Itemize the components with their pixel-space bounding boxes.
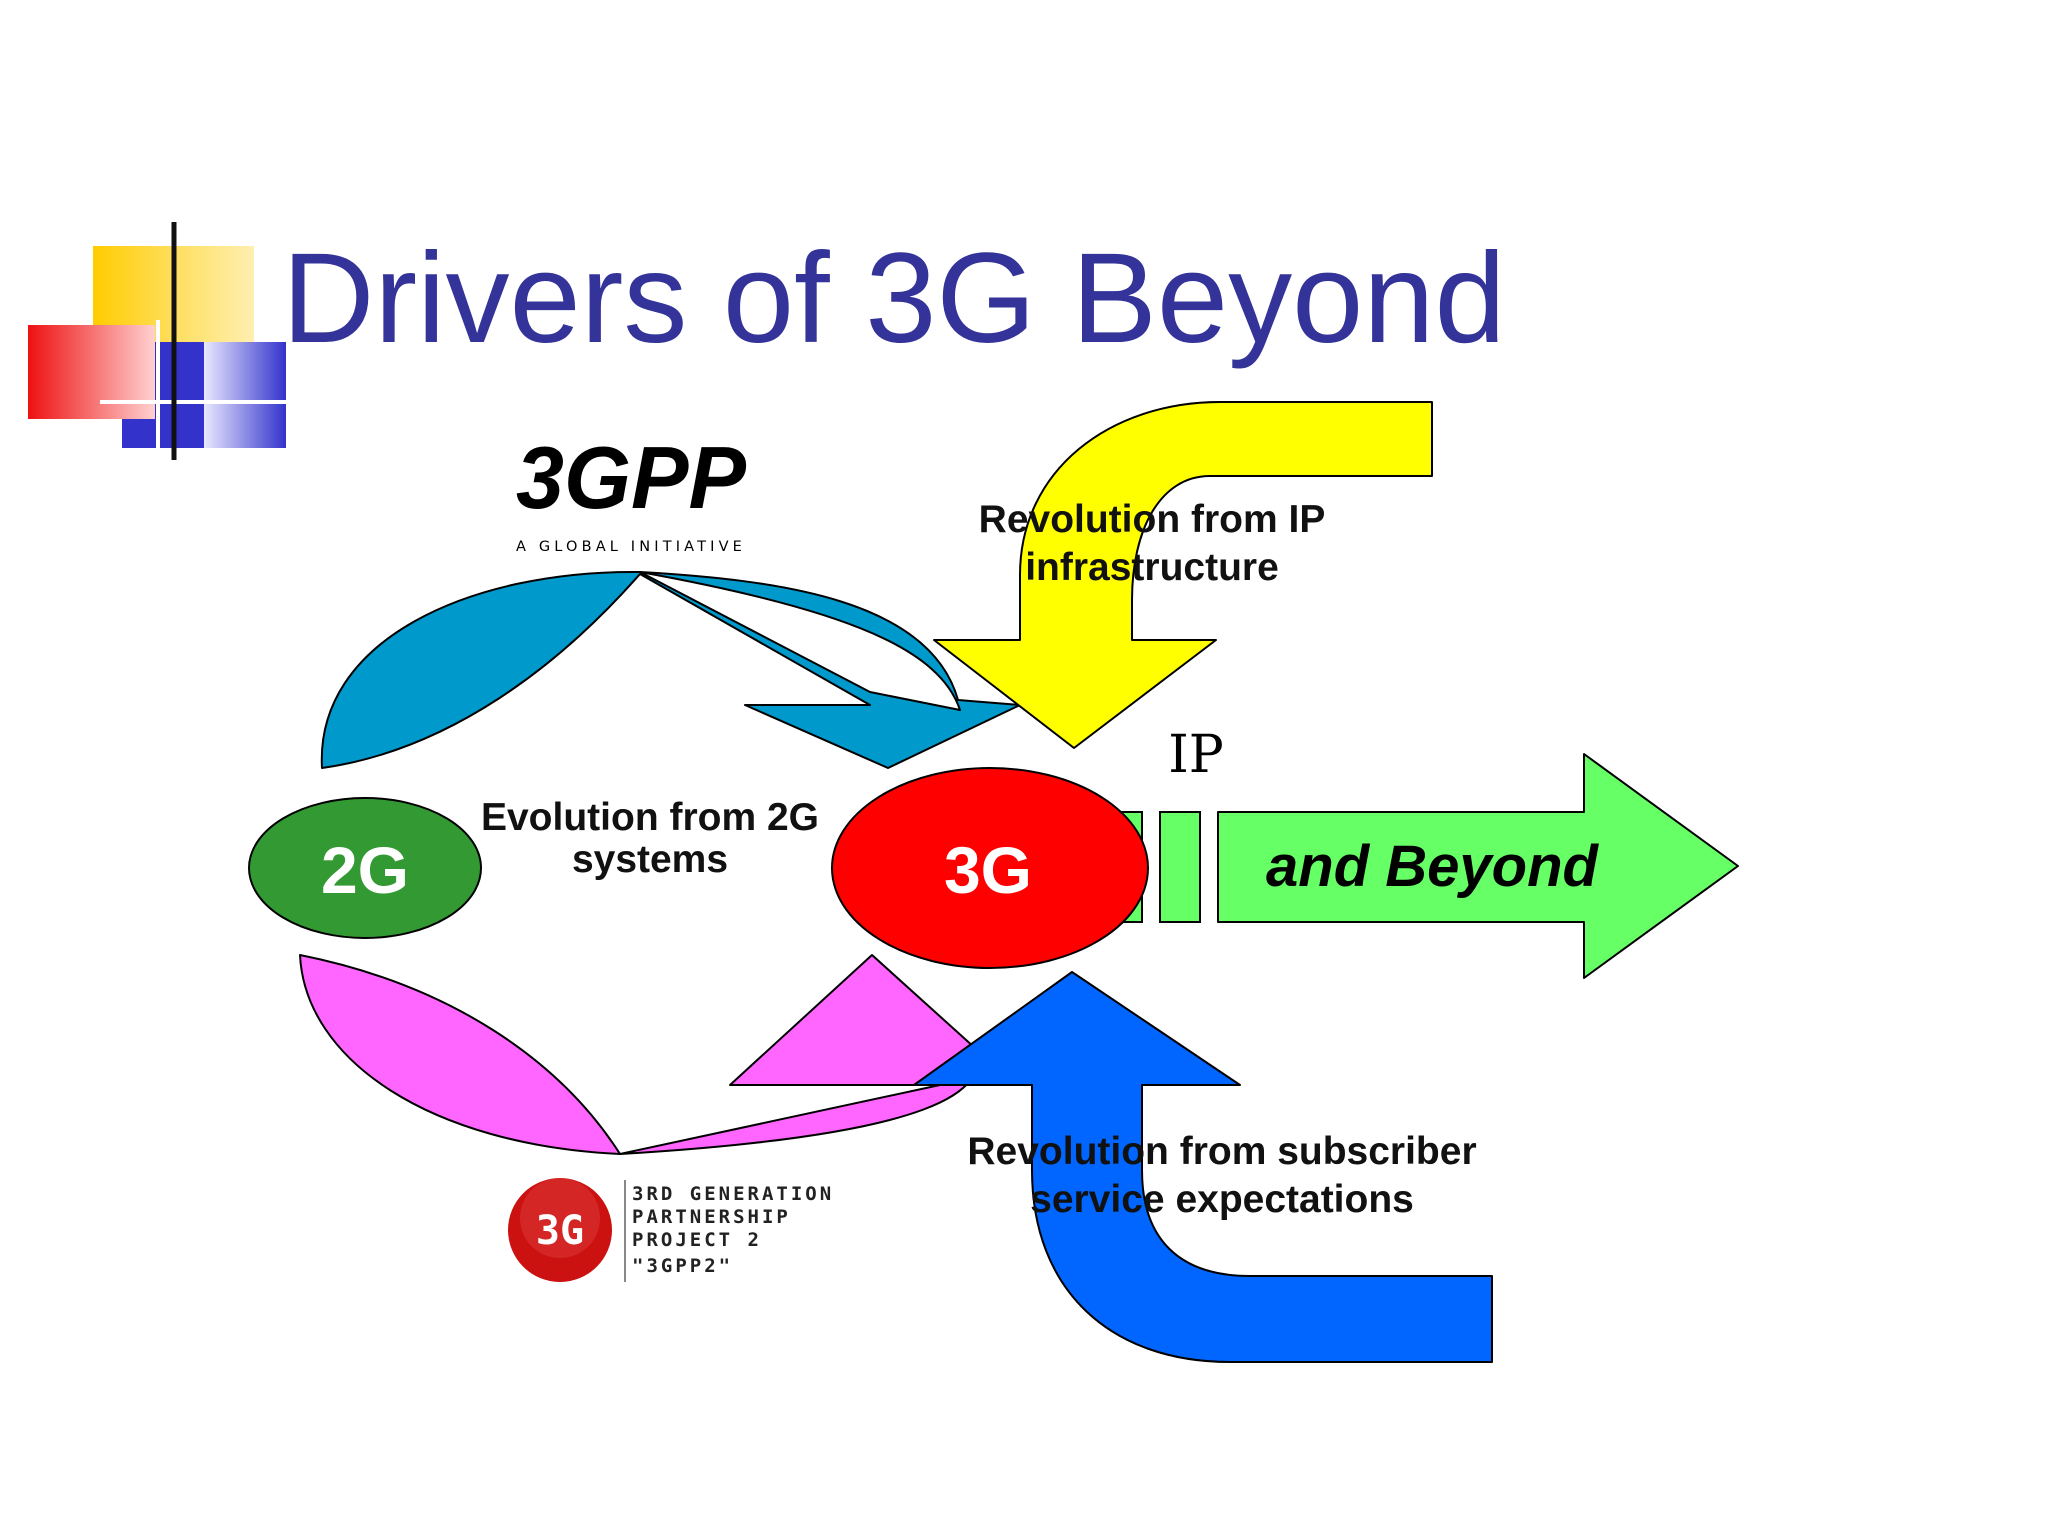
node-3g-ellipse [831, 767, 1149, 969]
evolution-label-line2: systems [572, 838, 728, 881]
3gpp2-logo-badge [508, 1178, 612, 1282]
beyond-arrow [1217, 753, 1739, 979]
ip-revolution-label-line1: Revolution from IP [979, 498, 1326, 541]
ip-revolution-label-line2: infrastructure [1025, 546, 1279, 589]
evolution-upper-arrow [320, 570, 1021, 769]
3gpp2-logo-line3: PROJECT 2 [632, 1229, 762, 1251]
3gpp2-logo-badge-text: 3G [536, 1208, 584, 1254]
slide-title: Drivers of 3G Beyond [282, 227, 1506, 370]
3gpp2-logo: 3G 3RD GENERATION PARTNERSHIP PROJECT 2 … [508, 1178, 834, 1282]
subscriber-revolution-label-line1: Revolution from subscriber [967, 1130, 1476, 1173]
subscriber-revolution-label-line2: service expectations [1030, 1178, 1414, 1221]
title-decoration [28, 222, 290, 460]
node-2g-label: 2G [321, 833, 409, 907]
ip-revolution-arrow [933, 401, 1433, 749]
3gpp2-logo-line1: 3RD GENERATION [632, 1183, 834, 1205]
subscriber-revolution-arrow [913, 971, 1493, 1363]
evolution-lower-arrow [299, 954, 979, 1155]
evolution-label-line1: Evolution from 2G [481, 796, 819, 839]
3gpp-logo-mark: 3GPP [516, 428, 746, 527]
ip-label: IP [1168, 725, 1224, 785]
node-3g-label: 3G [944, 833, 1032, 907]
node-2g-ellipse [248, 797, 482, 939]
beyond-label: and Beyond [1266, 834, 1599, 899]
3gpp2-logo-badge-highlight [520, 1178, 600, 1258]
3gpp2-logo-line4: "3GPP2" [632, 1255, 733, 1277]
ip-bar-2 [1159, 811, 1201, 923]
deco-blue-square-fade [204, 342, 286, 448]
3gpp-logo: 3GPP A GLOBAL INITIATIVE [516, 428, 746, 555]
3gpp-logo-tagline: A GLOBAL INITIATIVE [516, 539, 746, 555]
3gpp2-logo-line2: PARTNERSHIP [632, 1206, 791, 1228]
